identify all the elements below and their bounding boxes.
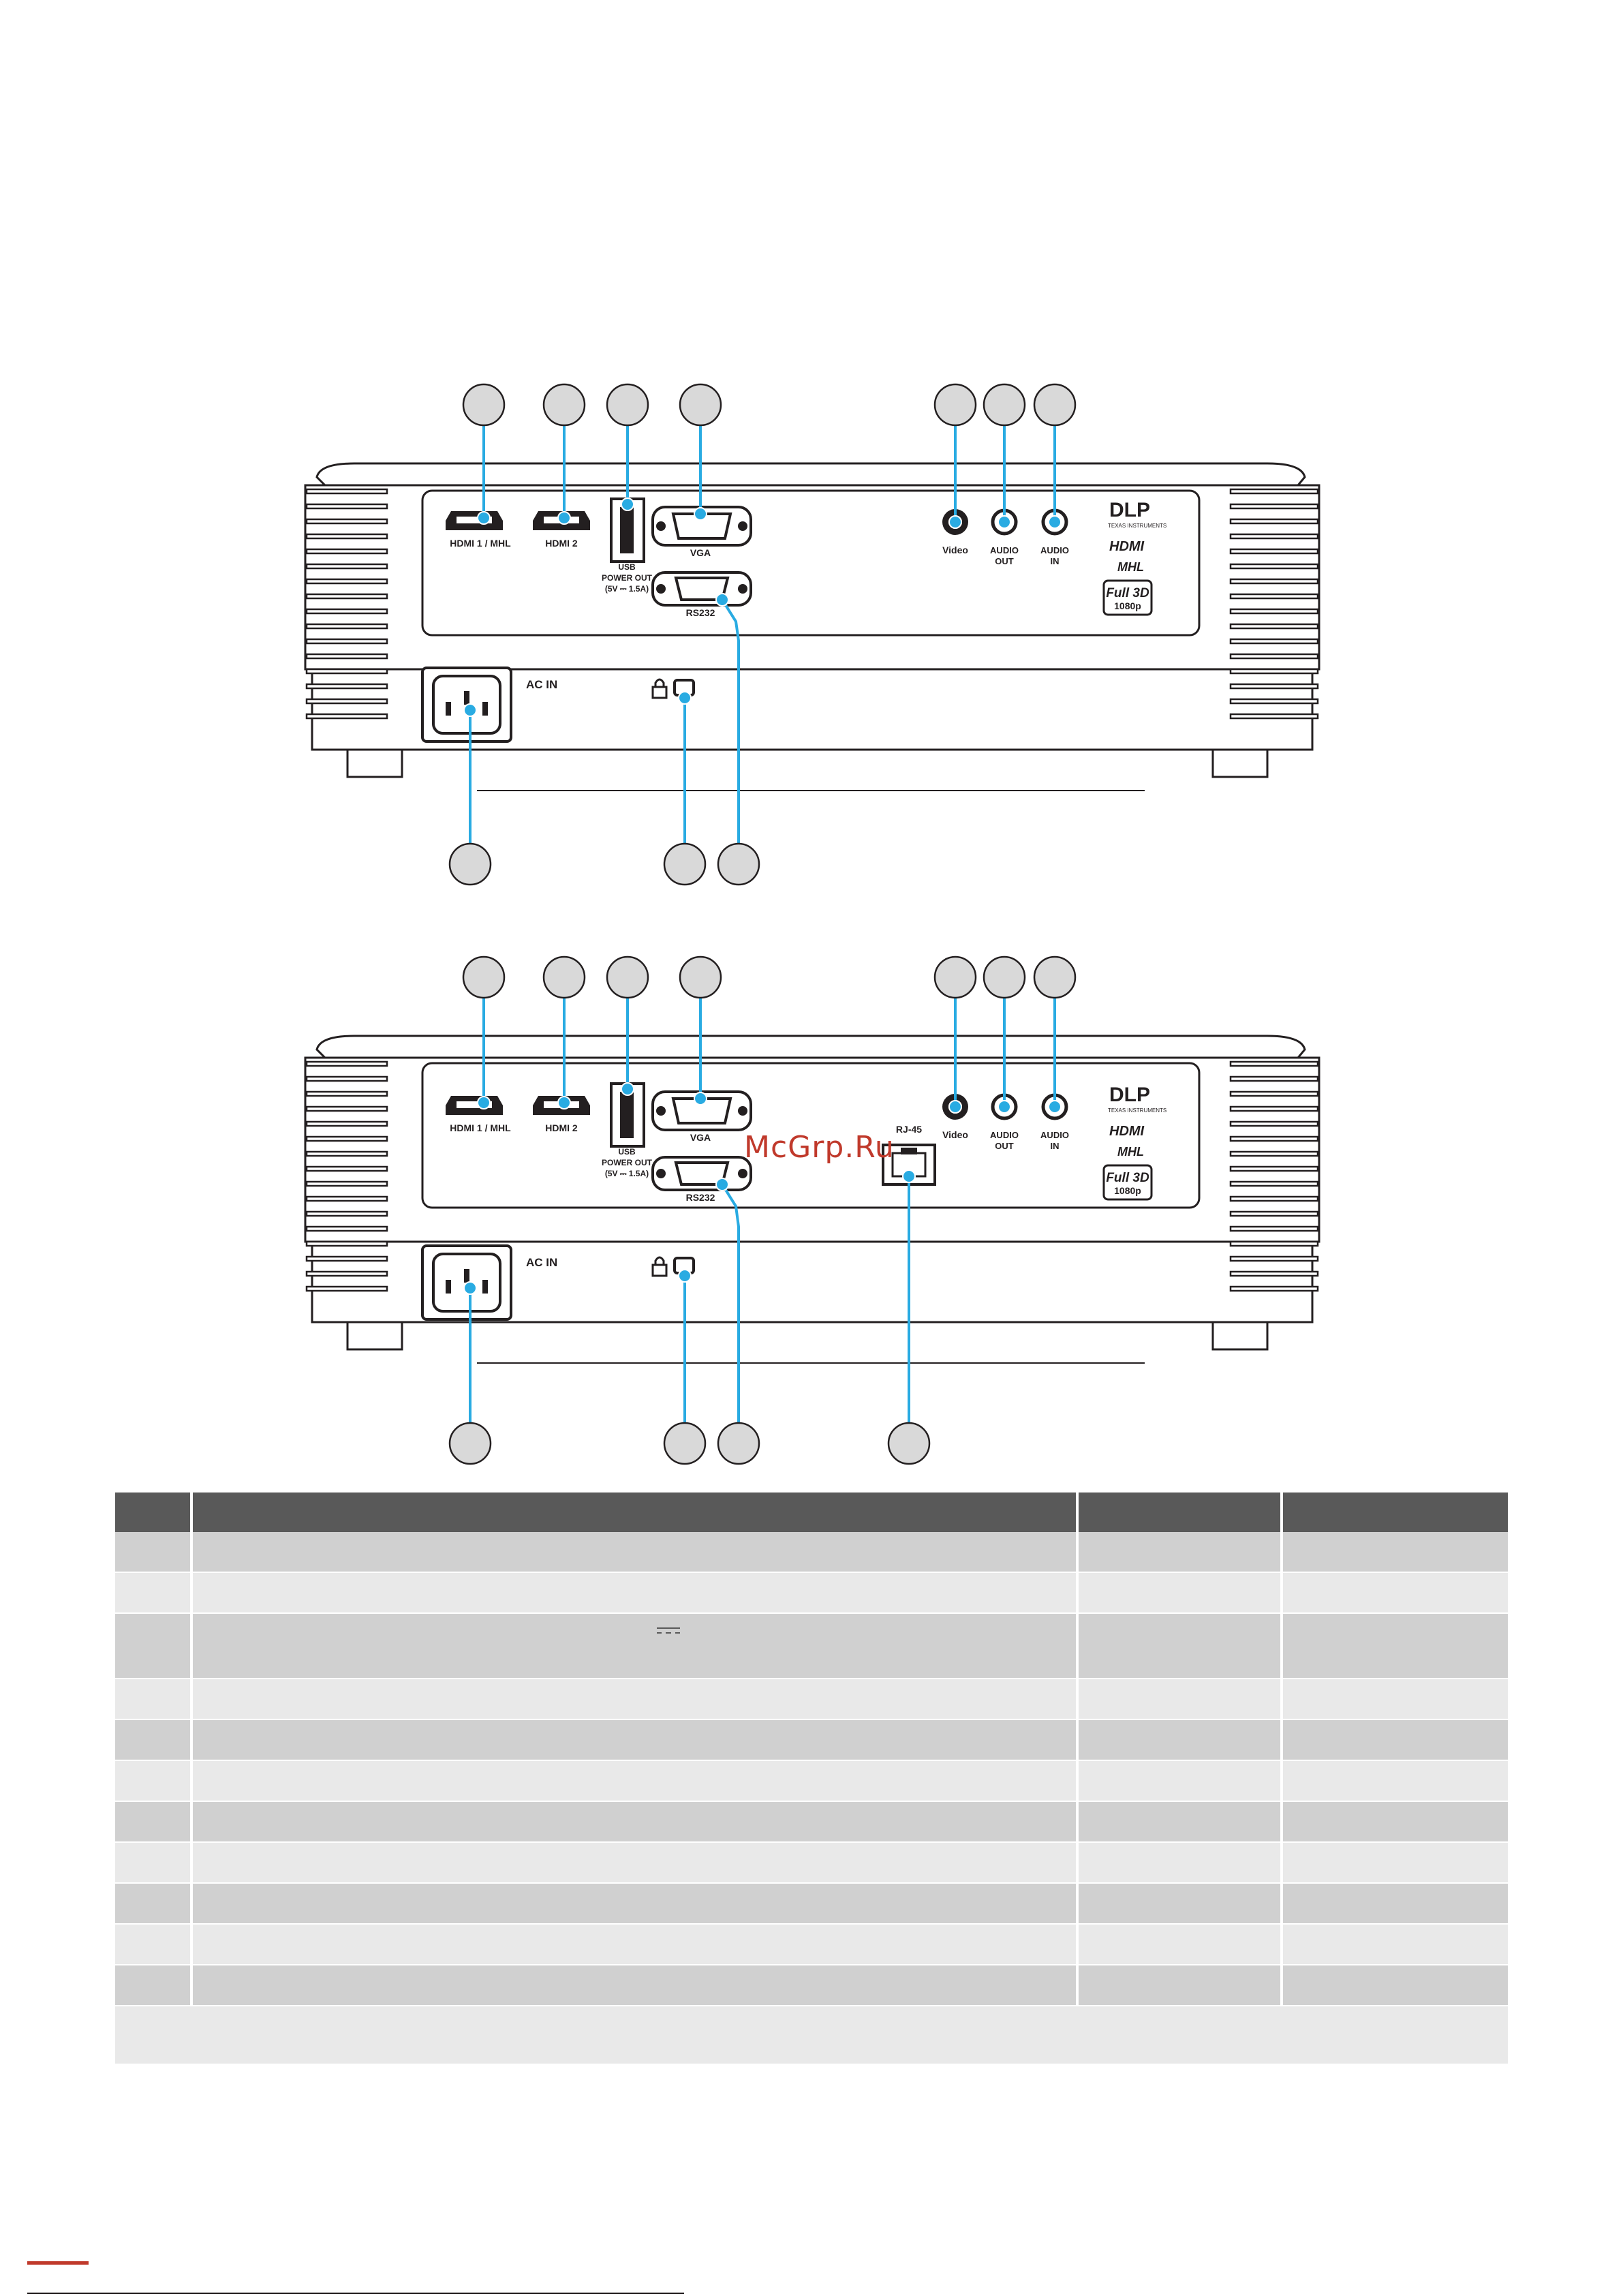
table-row <box>115 1842 1508 1884</box>
dc-symbol-icon <box>657 1627 680 1634</box>
usb-label-line3: (5V ⎓ 1.5A) <box>605 1169 649 1178</box>
rs232-port <box>651 571 752 607</box>
table-row <box>115 1719 1508 1761</box>
footer-accent-bar <box>27 2261 89 2265</box>
audio-in-label-line1: AUDIO <box>1040 1130 1069 1140</box>
callout-markers <box>448 383 1077 886</box>
rs232-label: RS232 <box>686 607 715 618</box>
full3d-logo: Full 3D 1080p <box>1102 579 1153 616</box>
svg-text:DLP: DLP <box>1109 1084 1150 1106</box>
rear-panel-diagram-bottom: HDMI 1 / MHL HDMI 2 USB POWER OUT (5V ⎓ … <box>304 955 1320 1465</box>
hdmi2-label: HDMI 2 <box>545 1122 578 1133</box>
callout-markers <box>448 955 1077 1465</box>
dlp-logo: DLP TEXAS INSTRUMENTS <box>1108 499 1166 529</box>
table-row <box>115 1965 1508 2006</box>
audio-out-label-line2: OUT <box>995 556 1014 566</box>
ac-in-label: AC IN <box>526 1256 557 1269</box>
rear-panel-diagram-top: HDMI 1 / MHL HDMI 2 USB POWER OUT (5V ⎓ … <box>304 383 1320 886</box>
header-cell-item <box>190 1493 1077 1532</box>
table-row <box>115 1883 1508 1925</box>
header-cell-col3 <box>1076 1493 1282 1532</box>
audio-in-label-line2: IN <box>1051 1141 1060 1151</box>
vga-label: VGA <box>690 1132 711 1143</box>
full3d-logo: Full 3D 1080p <box>1102 1164 1153 1201</box>
svg-text:Full 3D: Full 3D <box>1106 1171 1149 1185</box>
audio-in-label-line1: AUDIO <box>1040 545 1069 555</box>
audio-out-label-line2: OUT <box>995 1141 1014 1151</box>
table-row <box>115 1801 1508 1843</box>
callout-leaders <box>463 977 1062 1441</box>
video-label: Video <box>942 1129 968 1140</box>
dlp-logo: DLP TEXAS INSTRUMENTS <box>1108 1084 1166 1114</box>
svg-text:TEXAS INSTRUMENTS: TEXAS INSTRUMENTS <box>1108 523 1166 529</box>
video-label: Video <box>942 545 968 555</box>
rs232-label: RS232 <box>686 1192 715 1203</box>
usb-label-line1: USB <box>618 562 636 572</box>
table-row <box>115 1532 1508 1573</box>
usb-label-line2: POWER OUT <box>602 1158 653 1167</box>
svg-text:1080p: 1080p <box>1114 1185 1141 1196</box>
security-lock-slot <box>651 678 695 699</box>
mhl-logo: MHL <box>1117 1145 1144 1159</box>
table-row <box>115 1760 1508 1802</box>
rj45-label: RJ-45 <box>896 1124 922 1135</box>
hdmi1-label: HDMI 1 / MHL <box>450 1122 511 1133</box>
vga-label: VGA <box>690 547 711 558</box>
security-lock-slot <box>651 1256 695 1277</box>
hdmi1-port <box>446 511 503 530</box>
rs232-port <box>651 1156 752 1191</box>
hdmi1-port <box>446 1096 503 1115</box>
table-row <box>115 1572 1508 1614</box>
hdmi2-label: HDMI 2 <box>545 538 578 549</box>
table-header-row <box>115 1493 1508 1532</box>
svg-text:DLP: DLP <box>1109 499 1150 521</box>
table-row <box>115 1924 1508 1965</box>
usb-label-line3: (5V ⎓ 1.5A) <box>605 584 649 594</box>
header-cell-no <box>115 1493 191 1532</box>
usb-label-line1: USB <box>618 1147 636 1157</box>
connector-table <box>115 1493 1508 2065</box>
audio-in-label-line2: IN <box>1051 556 1060 566</box>
mhl-logo: MHL <box>1117 560 1144 574</box>
usb-label-line2: POWER OUT <box>602 573 653 583</box>
hdmi-logo: HDMI <box>1109 539 1145 554</box>
ac-in-label: AC IN <box>526 678 557 691</box>
watermark-text: McGrp.Ru <box>744 1130 895 1165</box>
hdmi1-label: HDMI 1 / MHL <box>450 538 511 549</box>
svg-text:Full 3D: Full 3D <box>1106 586 1149 600</box>
hdmi-logo: HDMI <box>1109 1124 1145 1139</box>
audio-out-label-line1: AUDIO <box>990 545 1019 555</box>
audio-out-label-line1: AUDIO <box>990 1130 1019 1140</box>
table-note-row <box>115 2006 1508 2065</box>
svg-text:1080p: 1080p <box>1114 600 1141 611</box>
header-cell-col4 <box>1280 1493 1508 1532</box>
vga-port <box>651 1090 752 1131</box>
footer-rule <box>27 2293 684 2294</box>
svg-text:TEXAS INSTRUMENTS: TEXAS INSTRUMENTS <box>1108 1107 1166 1114</box>
table-row <box>115 1613 1508 1679</box>
table-row <box>115 1679 1508 1720</box>
